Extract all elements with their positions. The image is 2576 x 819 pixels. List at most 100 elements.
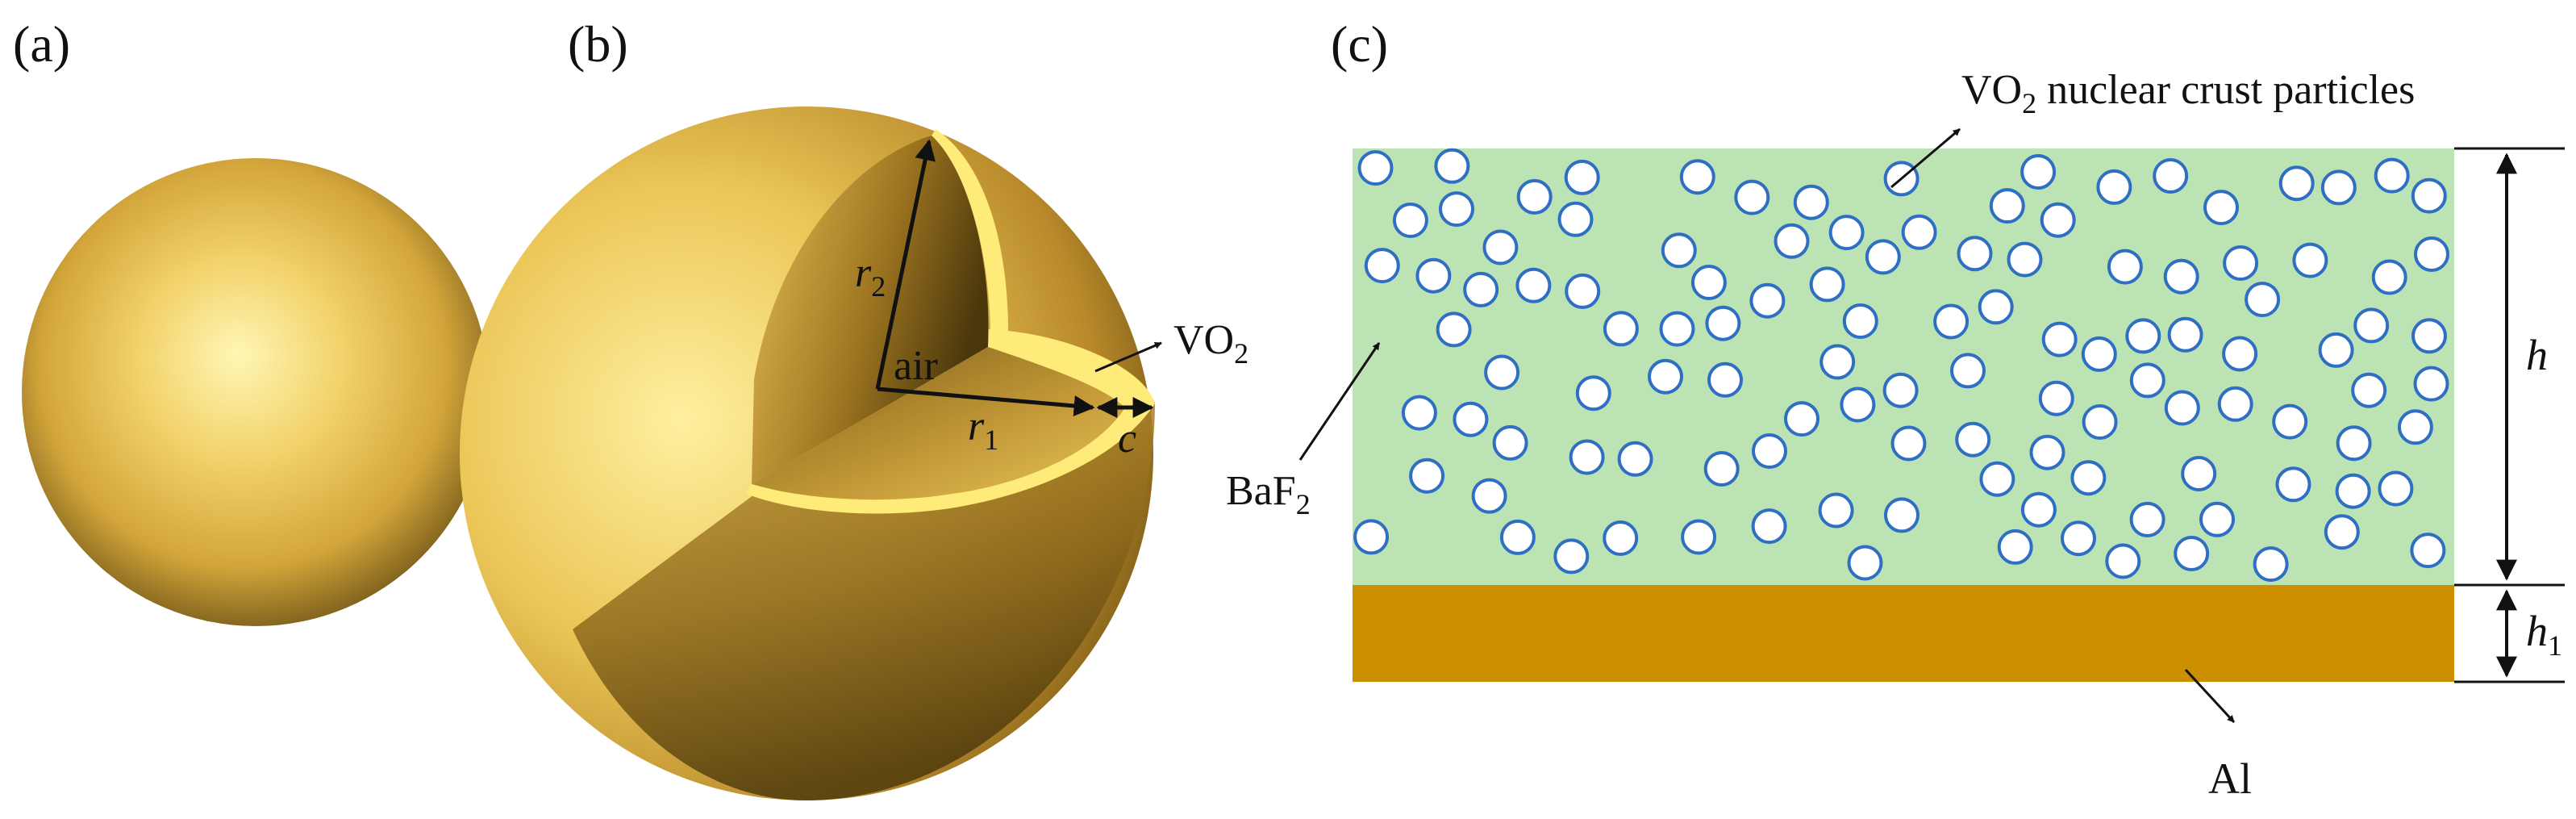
hollow-sphere-front xyxy=(573,402,1155,800)
vo2-particle xyxy=(1575,375,1611,412)
vo2-particle xyxy=(1950,353,1986,389)
vo2-particle xyxy=(1752,433,1787,469)
r1-arrow xyxy=(877,387,1095,416)
vo2-particle xyxy=(1492,424,1528,461)
shell-label: VO2 xyxy=(1173,317,1248,370)
vo2-particle xyxy=(2223,245,2259,281)
vo2-particle xyxy=(2353,307,2390,344)
vo2-particle xyxy=(2129,362,2165,399)
vo2-particle xyxy=(2292,242,2328,278)
vo2-particle xyxy=(2272,403,2308,440)
matrix-leader xyxy=(1298,342,1381,461)
vo2-particle xyxy=(1809,266,1845,303)
vo2-particle xyxy=(1463,271,1499,307)
vo2-particles xyxy=(1353,148,2449,583)
panel-a: (a) xyxy=(13,15,490,626)
vo2-particle xyxy=(2105,543,2141,579)
vo2-particle xyxy=(1499,519,1536,555)
inner-surface-vertical xyxy=(752,136,989,484)
vo2-particle xyxy=(2199,501,2235,537)
vo2-particle xyxy=(2397,409,2433,445)
vo2-particle xyxy=(1569,439,1605,475)
vo2-particle xyxy=(2174,536,2210,571)
vo2-particle xyxy=(2318,332,2354,368)
vo2-particle xyxy=(1884,497,1919,533)
vo2-particle xyxy=(2163,258,2199,295)
vo2-particle xyxy=(1357,150,1394,186)
matrix-label: BaF2 xyxy=(1226,468,1311,520)
vo2-particle xyxy=(2096,169,2132,205)
substrate-label: Al xyxy=(2208,754,2252,803)
vo2-particle xyxy=(1617,441,1653,477)
vo2-particle xyxy=(2351,372,2387,408)
particles-label: VO2 nuclear crust particles xyxy=(1961,67,2415,119)
vo2-particle xyxy=(1392,203,1428,238)
vo2-particle xyxy=(2038,380,2074,416)
vo2-particle xyxy=(1603,311,1639,347)
vo2-particle xyxy=(2217,386,2253,422)
vo2-particle xyxy=(1409,458,1445,494)
vo2-particle xyxy=(1516,178,1553,215)
vo2-particle xyxy=(2378,470,2414,507)
vo2-particle xyxy=(1882,372,1919,408)
vo2-particle xyxy=(1828,215,1865,251)
panel-c-label: (c) xyxy=(1331,15,1388,73)
panel-b-label: (b) xyxy=(568,15,628,73)
vo2-particle xyxy=(2275,466,2311,503)
vo2-particle xyxy=(1979,461,2015,497)
h-label: h xyxy=(2526,331,2548,379)
vo2-leader xyxy=(1094,341,1162,373)
vo2-particle xyxy=(1681,519,1717,555)
vo2-particle xyxy=(1482,229,1519,265)
vo2-particle xyxy=(1890,425,1927,462)
vo2-particle xyxy=(1751,508,1787,545)
vo2-particle xyxy=(2164,390,2200,426)
vo2-particle xyxy=(2253,546,2289,583)
substrate-leader xyxy=(2184,668,2236,724)
vo2-particle xyxy=(2324,514,2360,550)
r1-label: r1 xyxy=(968,403,998,456)
panel-b: (b) r2 air r1 c VO2 xyxy=(460,15,1248,800)
vo2-particle xyxy=(1434,148,1470,184)
vo2-particle xyxy=(2245,282,2281,318)
vo2-particle xyxy=(1648,358,1683,395)
vo2-particle xyxy=(2153,158,2189,194)
vo2-particle xyxy=(2007,241,2043,278)
vo2-particle xyxy=(2061,520,2096,557)
vo2-particle xyxy=(2070,460,2107,496)
vo2-particle xyxy=(1840,387,1876,423)
vo2-particle xyxy=(1515,267,1552,303)
vo2-particle xyxy=(1436,311,1472,348)
vo2-particle xyxy=(1353,519,1390,555)
vo2-particle xyxy=(2125,318,2161,354)
panel-a-label: (a) xyxy=(13,15,70,73)
vo2-particle xyxy=(1565,273,1601,309)
vo2-particle xyxy=(1659,311,1695,347)
vo2-particle xyxy=(2320,169,2357,206)
vo2-particle xyxy=(2040,202,2076,238)
vo2-particle xyxy=(2413,366,2449,402)
vo2-particle xyxy=(2222,336,2258,372)
vo2-particle xyxy=(1865,239,1901,275)
vo2-particle xyxy=(1989,188,2025,224)
vo2-particle xyxy=(2410,533,2446,569)
vo2-particle xyxy=(2041,321,2078,357)
vo2-particle xyxy=(1707,361,1743,398)
vo2-particle xyxy=(2411,178,2447,214)
vo2-particle xyxy=(2029,434,2065,470)
vo2-particle xyxy=(2411,318,2447,354)
vo2-particle xyxy=(1703,451,1740,487)
vo2-particle xyxy=(1997,529,2033,565)
vo2-particle xyxy=(1453,401,1489,437)
vo2-particle xyxy=(1603,520,1639,556)
vo2-particle xyxy=(2374,157,2410,194)
vo2-particle xyxy=(1439,191,1474,228)
vo2-particle xyxy=(1819,344,1856,380)
panel-c: (c) VO2 nuclear crust particles BaF2 Al … xyxy=(1226,15,2565,803)
shell-ring xyxy=(746,403,1155,514)
vo2-particle xyxy=(1679,159,1715,195)
vo2-particle xyxy=(1847,545,1883,581)
core-label: air xyxy=(894,343,938,389)
vo2-particle xyxy=(2371,259,2407,295)
